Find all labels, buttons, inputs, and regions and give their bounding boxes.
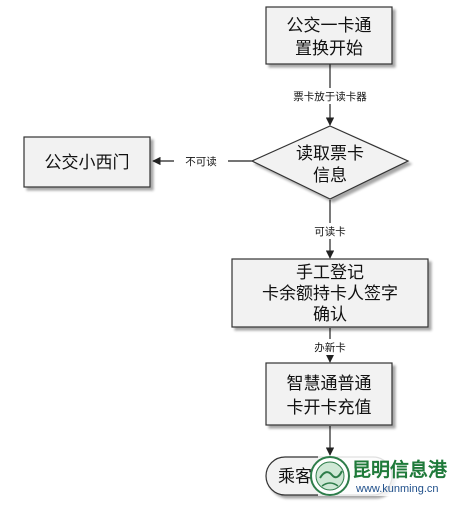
edge-label-start-read: 票卡放于读卡器 xyxy=(293,90,367,103)
node-recharge-line-1: 智慧通普通 xyxy=(287,374,372,394)
node-read-decision: 读取票卡 信息 xyxy=(250,125,410,200)
node-read-line-1: 读取票卡 xyxy=(296,144,364,164)
node-recharge-line-2: 卡开卡充值 xyxy=(287,398,372,418)
node-xiaoximen: 公交小西门 xyxy=(23,136,151,188)
node-start-line-1: 公交一卡通 xyxy=(287,16,372,36)
node-xiaoximen-label: 公交小西门 xyxy=(45,153,130,173)
watermark-logo-icon xyxy=(310,456,350,496)
node-start: 公交一卡通 置换开始 xyxy=(265,6,393,65)
node-end-label: 乘客 xyxy=(278,467,312,487)
edge-label-readable: 可读卡 xyxy=(314,225,346,238)
node-start-line-2: 置换开始 xyxy=(295,39,363,59)
node-register-line-2: 卡余额持卡人签字 xyxy=(262,284,398,304)
node-read-line-2: 信息 xyxy=(313,166,347,186)
node-register-line-1: 手工登记 xyxy=(296,263,364,283)
edge-label-new-card: 办新卡 xyxy=(314,341,346,354)
watermark: 昆明信息港 www.kunming.cn xyxy=(310,456,464,496)
node-recharge: 智慧通普通 卡开卡充值 xyxy=(265,362,393,426)
edge-labels: 票卡放于读卡器 不可读 可读卡 办新卡 xyxy=(174,88,388,355)
node-register: 手工登记 卡余额持卡人签字 确认 xyxy=(231,258,429,328)
watermark-url: www.kunming.cn xyxy=(355,483,439,495)
node-register-line-3: 确认 xyxy=(313,305,347,325)
edge-label-unreadable: 不可读 xyxy=(185,155,217,168)
watermark-name: 昆明信息港 xyxy=(352,458,448,481)
